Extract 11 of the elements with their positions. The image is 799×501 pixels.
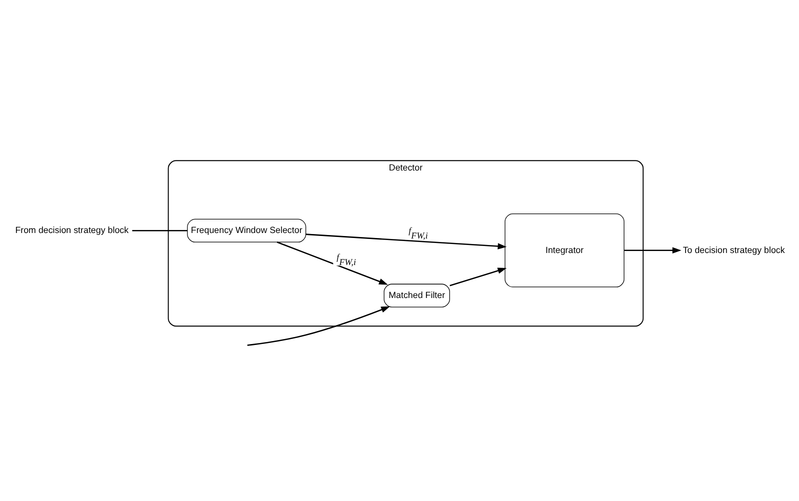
arrow: [305, 234, 506, 250]
node-text: From decision strategy block: [14, 225, 128, 236]
arrow: [624, 247, 681, 254]
node-box: Matched Filter: [383, 284, 450, 308]
arrow: [246, 306, 390, 346]
arrow: [449, 268, 506, 286]
node-box: Integrator: [504, 213, 624, 288]
node-box: Frequency Window Selector: [186, 218, 306, 242]
node-text: To decision strategy block: [682, 244, 784, 255]
connector: [132, 230, 187, 232]
arrow: [276, 242, 388, 285]
